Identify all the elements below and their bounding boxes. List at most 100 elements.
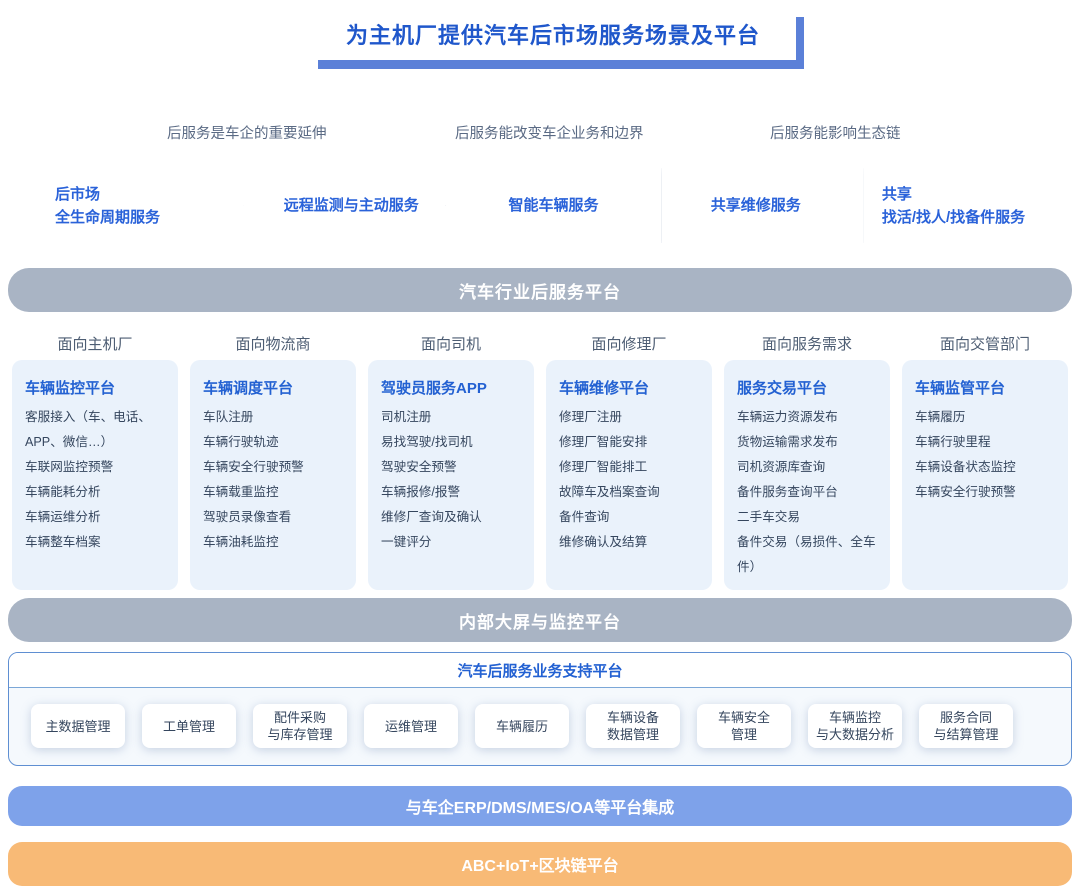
- button-label-line: 数据管理: [606, 727, 659, 742]
- col-header-service-demand: 面向服务需求: [761, 336, 852, 353]
- band-erp-integration: 与车企ERP/DMS/MES/OA等平台集成: [8, 786, 1072, 826]
- card-item: 司机注册: [381, 410, 432, 424]
- business-support-platform-box: 汽车后服务业务支持平台 主数据管理 工单管理 配件采购 与库存管理 运维管理 车…: [8, 652, 1072, 766]
- arrow-step-sharing-services: 共享 找活/找人/找备件服务: [864, 168, 1070, 243]
- card-item: 车辆能耗分析: [25, 485, 101, 499]
- button-master-data: 主数据管理: [31, 704, 125, 748]
- card-title: 服务交易平台: [737, 380, 828, 397]
- card-item: 车辆运力资源发布: [737, 410, 838, 424]
- card-item: 车辆油耗监控: [203, 535, 279, 549]
- card-item: 车辆行驶里程: [915, 435, 991, 449]
- card-item: 客服接入（车、电话、APP、微信…）: [25, 410, 151, 449]
- card-item: 车辆安全行驶预警: [203, 460, 304, 474]
- card-title: 车辆调度平台: [203, 380, 294, 397]
- button-label-line: 与结算管理: [933, 727, 999, 742]
- card-item: 备件交易（易损件、全车件）: [737, 535, 876, 574]
- arrow-step-line: 后市场: [55, 185, 101, 203]
- card-item: 二手车交易: [737, 510, 800, 524]
- band-after-service-platform: 汽车行业后服务平台: [8, 268, 1072, 312]
- arrow-step-line: 远程监测与主动服务: [283, 197, 419, 214]
- arrow-step-aftermarket: 后市场 全生命周期服务: [10, 168, 243, 243]
- card-title: 车辆监控平台: [25, 380, 116, 397]
- card-item: 司机资源库查询: [737, 460, 826, 474]
- section-label-3: 后服务能影响生态链: [770, 126, 901, 142]
- button-vehicle-safety: 车辆安全 管理: [697, 704, 791, 748]
- card-item: 车辆履历: [915, 410, 966, 424]
- arrow-step-line: 找活/找人/找备件服务: [881, 208, 1026, 226]
- arrow-step-shared-repair: 共享维修服务: [662, 168, 850, 243]
- button-label-line: 车辆履历: [495, 718, 548, 734]
- button-parts-procurement-inventory: 配件采购 与库存管理: [253, 704, 347, 748]
- card-item: 驾驶员录像查看: [203, 510, 292, 524]
- platform-cards-row: 车辆监控平台 客服接入（车、电话、APP、微信…） 车联网监控预警 车辆能耗分析…: [12, 360, 1068, 590]
- band-label: 内部大屏与监控平台: [459, 612, 621, 632]
- card-item: 备件服务查询平台: [737, 485, 838, 499]
- section-label-1: 后服务是车企的重要延伸: [167, 126, 327, 142]
- card-vehicle-dispatch-platform: 车辆调度平台 车队注册 车辆行驶轨迹 车辆安全行驶预警 车辆载重监控 驾驶员录像…: [190, 360, 356, 590]
- arrow-step-remote-monitoring: 远程监测与主动服务: [257, 168, 445, 243]
- card-item: 车辆报修/报警: [381, 485, 461, 499]
- card-vehicle-monitoring-platform: 车辆监控平台 客服接入（车、电话、APP、微信…） 车联网监控预警 车辆能耗分析…: [12, 360, 178, 590]
- support-box-title: 汽车后服务业务支持平台: [9, 653, 1071, 688]
- band-label: ABC+IoT+区块链平台: [461, 858, 619, 875]
- button-label-line: 车辆安全: [717, 710, 770, 725]
- card-item: 货物运输需求发布: [737, 435, 838, 449]
- button-label-line: 运维管理: [384, 718, 437, 734]
- card-item: 车辆安全行驶预警: [915, 485, 1016, 499]
- band-label: 汽车行业后服务平台: [459, 282, 621, 302]
- page-title: 为主机厂提供汽车后市场服务场景及平台: [345, 23, 760, 48]
- card-item: 车队注册: [203, 410, 254, 424]
- card-driver-service-app: 驾驶员服务APP 司机注册 易找驾驶/找司机 驾驶安全预警 车辆报修/报警 维修…: [368, 360, 534, 590]
- button-label-line: 服务合同: [939, 710, 992, 725]
- button-label-line: 配件采购: [273, 710, 326, 725]
- card-item: 驾驶安全预警: [381, 460, 457, 474]
- card-item: 车辆设备状态监控: [915, 460, 1016, 474]
- col-header-logistics: 面向物流商: [235, 336, 311, 353]
- button-service-contract-settlement: 服务合同 与结算管理: [919, 704, 1013, 748]
- button-label-line: 车辆设备: [606, 710, 659, 725]
- button-label-line: 主数据管理: [45, 718, 111, 734]
- section-label-2: 后服务能改变车企业务和边界: [455, 126, 644, 142]
- button-vehicle-device-data: 车辆设备 数据管理: [586, 704, 680, 748]
- card-item: 车辆整车档案: [25, 535, 101, 549]
- card-item: 车辆载重监控: [203, 485, 279, 499]
- card-vehicle-repair-platform: 车辆维修平台 修理厂注册 修理厂智能安排 修理厂智能排工 故障车及档案查询 备件…: [546, 360, 712, 590]
- card-service-trading-platform: 服务交易平台 车辆运力资源发布 货物运输需求发布 司机资源库查询 备件服务查询平…: [724, 360, 890, 590]
- col-header-oem: 面向主机厂: [57, 336, 133, 353]
- card-item: 车辆行驶轨迹: [203, 435, 279, 449]
- arrow-step-line: 共享维修服务: [710, 197, 801, 214]
- button-label-line: 车辆监控: [828, 710, 881, 725]
- arrow-step-smart-vehicle: 智能车辆服务: [459, 168, 647, 243]
- arrow-step-line: 智能车辆服务: [508, 197, 599, 214]
- card-item: 修理厂智能安排: [559, 435, 648, 449]
- arrow-step-line: 全生命周期服务: [55, 208, 161, 226]
- card-title: 车辆监管平台: [915, 380, 1006, 397]
- card-item: 易找驾驶/找司机: [381, 435, 473, 449]
- band-label: 与车企ERP/DMS/MES/OA等平台集成: [405, 800, 675, 817]
- process-arrow-row: 后市场 全生命周期服务 远程监测与主动服务 智能车辆服务 共享维修服务 共享 找…: [10, 168, 1070, 243]
- card-item: 备件查询: [559, 510, 610, 524]
- card-vehicle-supervision-platform: 车辆监管平台 车辆履历 车辆行驶里程 车辆设备状态监控 车辆安全行驶预警: [902, 360, 1068, 590]
- col-header-traffic-authority: 面向交管部门: [939, 336, 1030, 353]
- button-vehicle-monitoring-bigdata: 车辆监控 与大数据分析: [808, 704, 902, 748]
- button-ops-management: 运维管理: [364, 704, 458, 748]
- card-item: 修理厂注册: [559, 410, 622, 424]
- card-title: 车辆维修平台: [559, 380, 650, 397]
- card-title: 驾驶员服务APP: [381, 380, 487, 397]
- button-vehicle-history: 车辆履历: [475, 704, 569, 748]
- button-label-line: 与库存管理: [267, 727, 333, 742]
- button-work-order: 工单管理: [142, 704, 236, 748]
- button-label-line: 工单管理: [162, 718, 215, 734]
- card-item: 车联网监控预警: [25, 460, 114, 474]
- card-item: 维修厂查询及确认: [381, 510, 482, 524]
- button-label-line: 与大数据分析: [815, 727, 894, 742]
- card-item: 维修确认及结算: [559, 535, 648, 549]
- col-header-repair-shop: 面向修理厂: [591, 336, 667, 353]
- button-label-line: 管理: [730, 727, 757, 742]
- card-item: 故障车及档案查询: [559, 485, 660, 499]
- page-title-banner: 为主机厂提供汽车后市场服务场景及平台: [310, 8, 796, 60]
- column-headers-row: 面向主机厂 面向物流商 面向司机 面向修理厂 面向服务需求 面向交管部门: [12, 333, 1068, 354]
- card-item: 一键评分: [381, 535, 432, 549]
- arrow-step-line: 共享: [881, 185, 912, 203]
